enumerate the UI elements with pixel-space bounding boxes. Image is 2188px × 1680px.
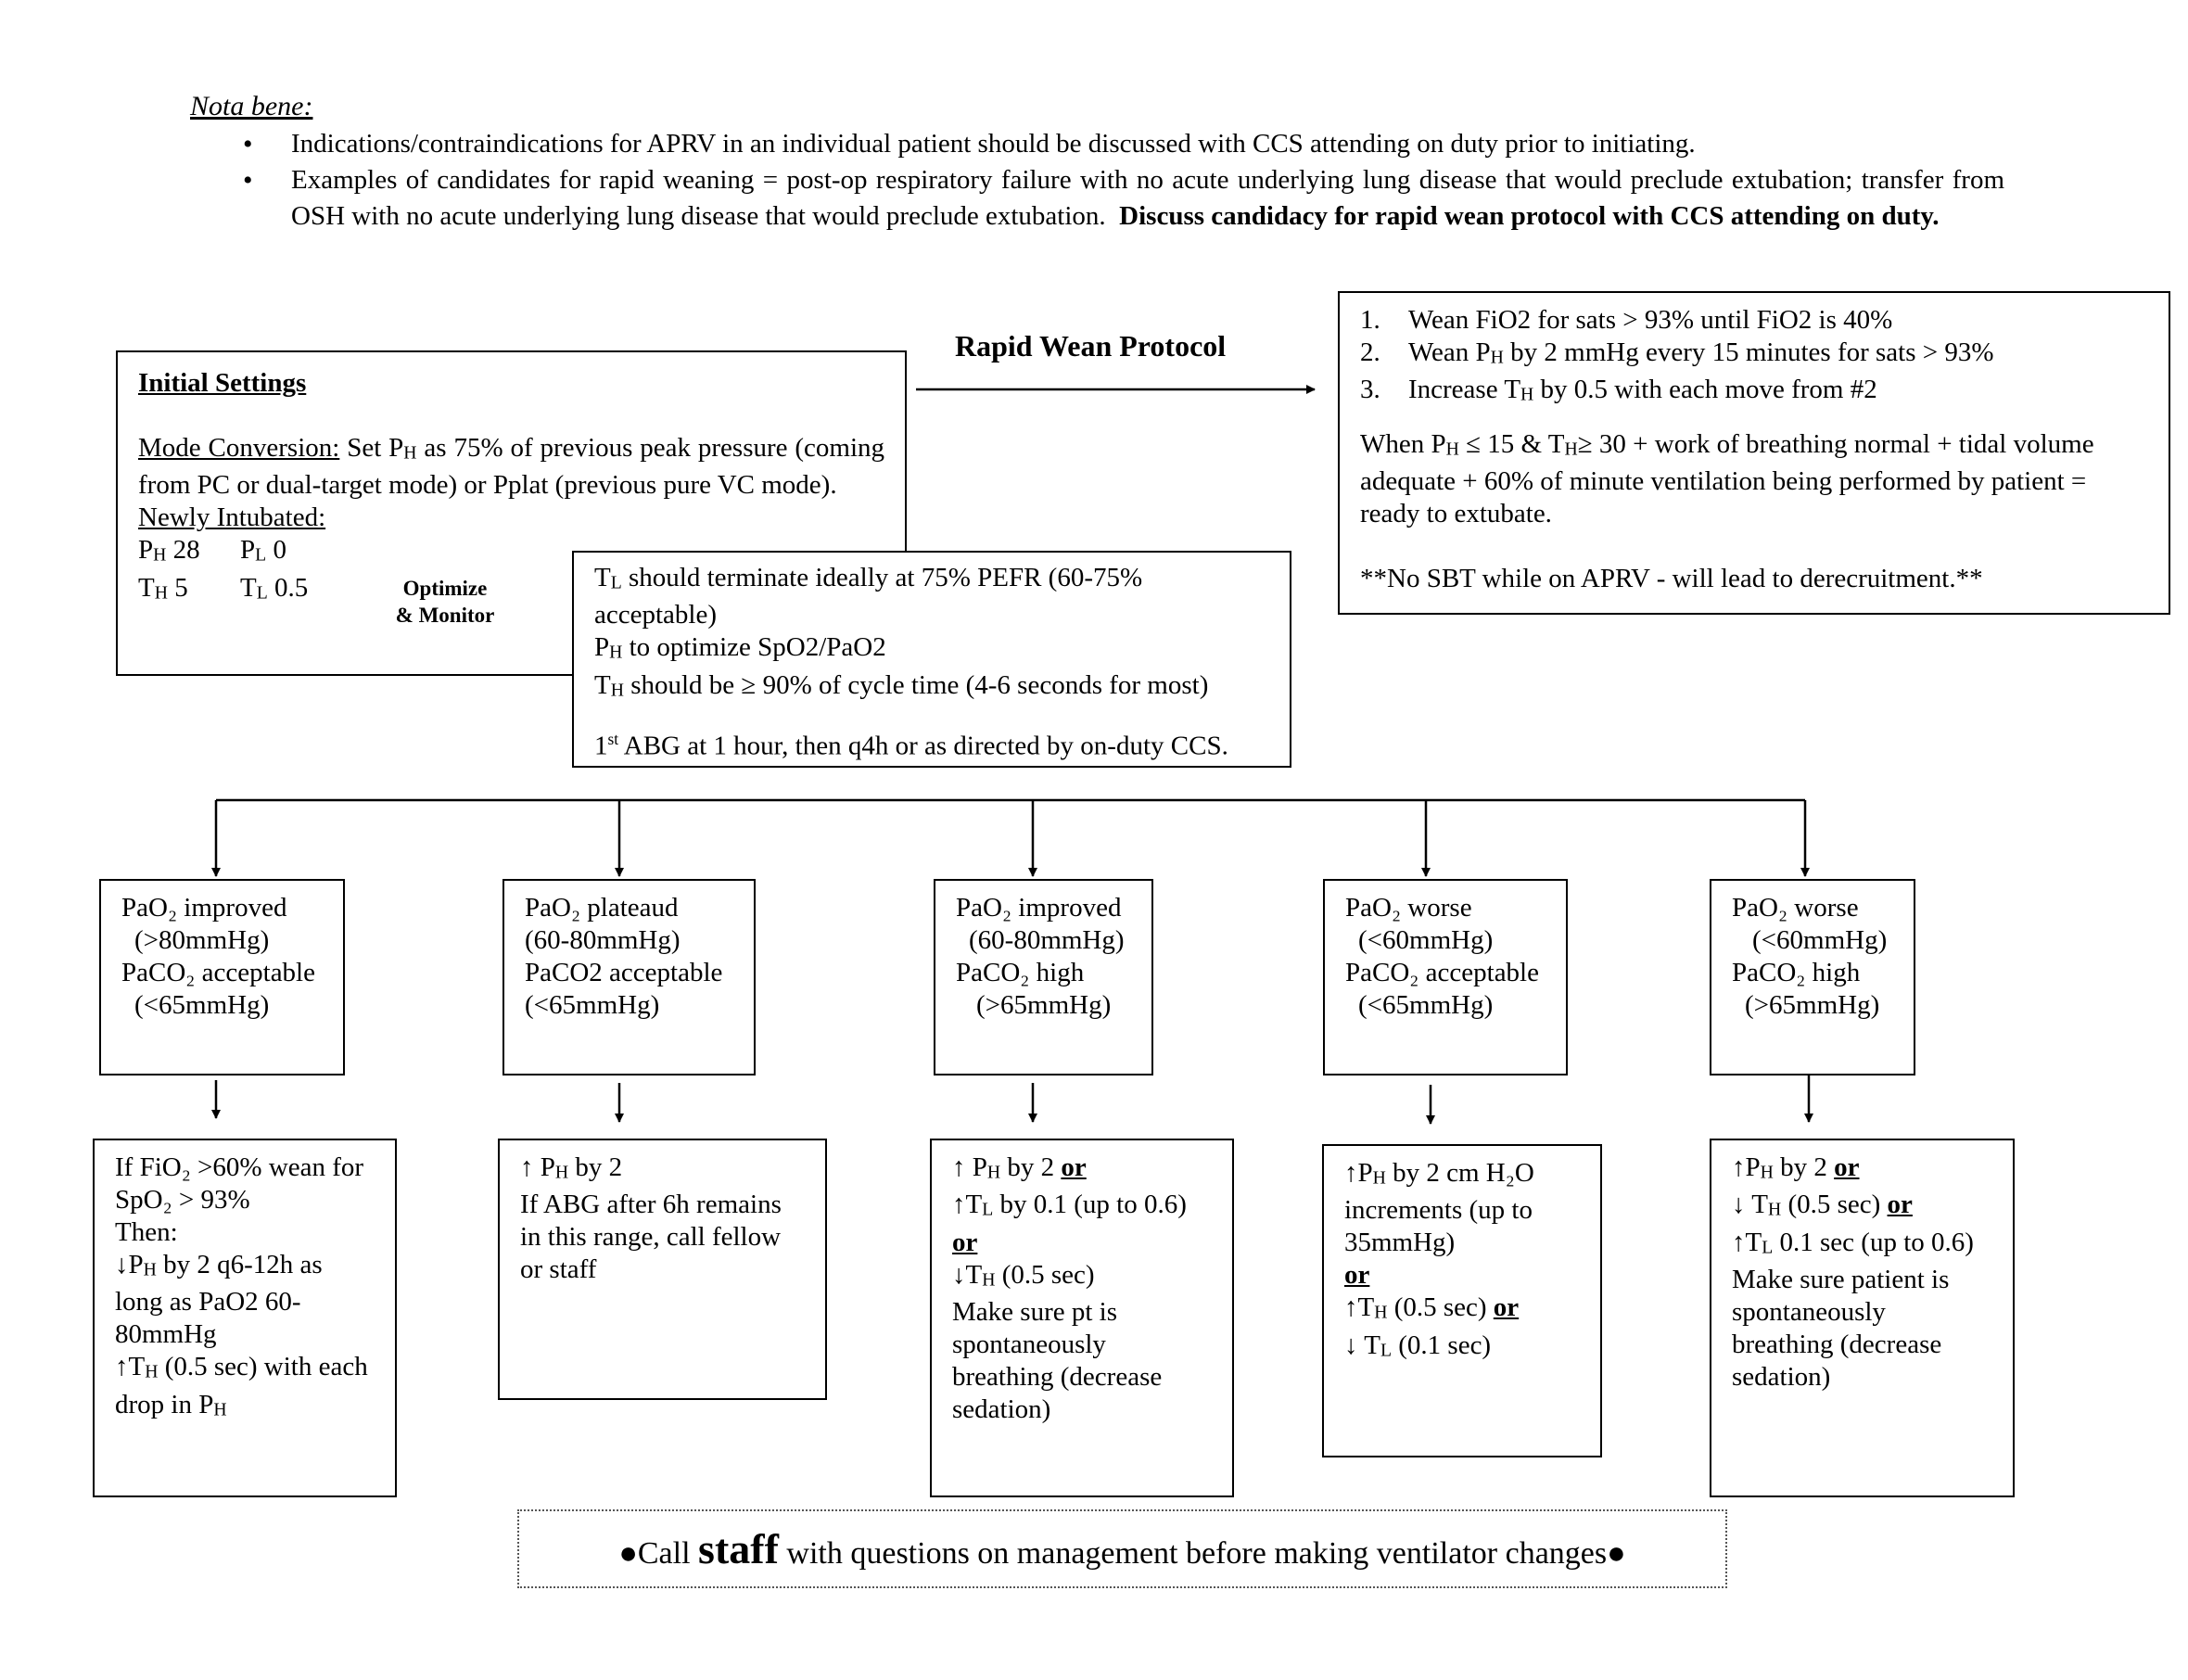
mode-conversion-text: Mode Conversion: Set PH as 75% of previo…	[138, 433, 885, 501]
nota-bene-title: Nota bene:	[190, 91, 313, 121]
newly-intubated-label: Newly Intubated:	[138, 503, 326, 533]
initial-settings-box: Initial Settings Mode Conversion: Set PH…	[116, 350, 907, 676]
rapid-wean-label: Rapid Wean Protocol	[955, 329, 1227, 363]
initial-settings-title: Initial Settings	[138, 368, 307, 398]
rapid-wean-box: 1.Wean FiO2 for sats > 93% until FiO2 is…	[1338, 291, 2170, 615]
optimize-box: TL should terminate ideally at 75% PEFR …	[572, 551, 1291, 768]
action-box: ↑PH by 2 or ↓ TH (0.5 sec) or ↑TL 0.1 se…	[1710, 1139, 2015, 1497]
action-box: ↑PH by 2 cm H₂O increments (up to 35mmHg…	[1322, 1144, 1602, 1457]
condition-box: PaO₂ worse(<60mmHg) PaCO₂ high(>65mmHg)	[1710, 879, 1915, 1075]
optimize-monitor-label: Optimize & Monitor	[395, 577, 495, 627]
nota-bene-item: Examples of candidates for rapid weaning…	[243, 162, 2004, 235]
action-box: If FiO₂ >60% wean for SpO₂ > 93% Then: ↓…	[93, 1139, 397, 1497]
condition-box: PaO₂ improved(60-80mmHg) PaCO₂ high(>65m…	[934, 879, 1153, 1075]
nota-bene-item: Indications/contraindications for APRV i…	[243, 126, 2004, 162]
condition-box: PaO₂ plateaud(60-80mmHg) PaCO2 acceptabl…	[502, 879, 756, 1075]
footer-callout: ●Call staff with questions on management…	[517, 1509, 1727, 1588]
newly-intubated-values: PH 28 PL 0 TH 5 TL 0.5	[138, 535, 309, 604]
condition-box: PaO₂ worse(<60mmHg) PaCO₂ acceptable(<65…	[1323, 879, 1568, 1075]
footer-staff-emphasis: staff	[698, 1525, 779, 1572]
condition-box: PaO₂ improved(>80mmHg) PaCO₂ acceptable(…	[99, 879, 345, 1075]
action-box: ↑ PH by 2 or ↑TL by 0.1 (up to 0.6) or ↓…	[930, 1139, 1234, 1497]
action-box: ↑ PH by 2 If ABG after 6h remains in thi…	[498, 1139, 827, 1400]
no-sbt-note: **No SBT while on APRV - will lead to de…	[1360, 564, 1983, 594]
nota-bene-list: Indications/contraindications for APRV i…	[243, 126, 2004, 235]
